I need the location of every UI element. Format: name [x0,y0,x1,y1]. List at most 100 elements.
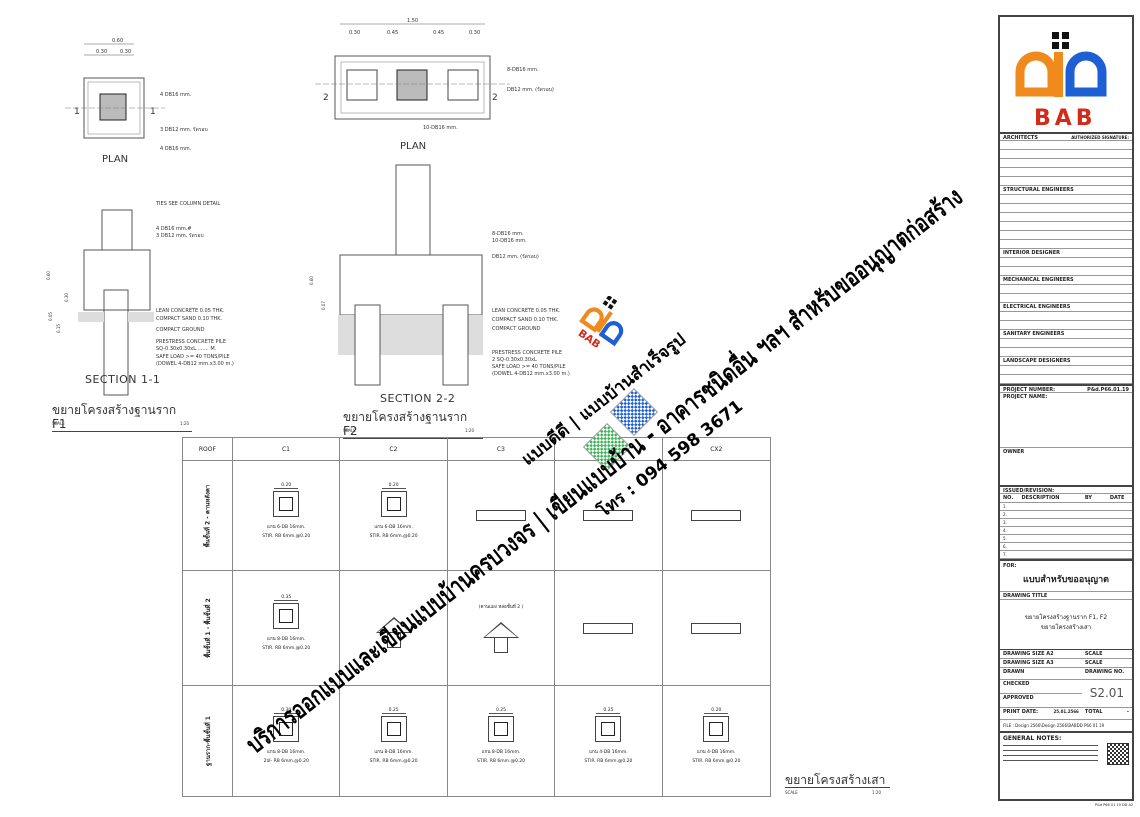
revision-cell [1081,511,1107,519]
section-dimension: 0.25 [489,708,514,714]
revision-cell [1106,519,1132,527]
discipline-label: MECHANICAL ENGINEERS [1000,276,1132,285]
drawing-title-line: ขยายโครงสร้างเสา [1040,624,1092,631]
drawing-no-label: DRAWING NO. [1081,668,1132,680]
column-section-drawing: 0.25 [380,708,407,742]
svg-text:4 DB16 mm.: 4 DB16 mm. [160,146,192,152]
revision-cell [1081,519,1107,527]
blank-line [1000,267,1132,276]
cell-note: (คานแผง หล่อชั้นที่ 2 ) [478,605,524,610]
blank-line [1000,375,1132,384]
main-rebar: แกน 8-DB 16mm. [481,750,521,755]
scale-a3: SCALE [1081,659,1132,668]
table-cell: 0.25 แกน 8-DB 16mm. STIR. RB 6mm.@0.20 [448,686,556,796]
column-section-drawing: 0.25 [488,708,515,742]
revision-number: 5. [1000,535,1019,543]
discipline-label: LANDSCAPE DESIGNERS [1000,357,1132,366]
svg-text:SQ-0.30x0.30xL........ M.: SQ-0.30x0.30xL........ M. [156,346,217,352]
svg-text:3 DB12 mm. รัดรอบ: 3 DB12 mm. รัดรอบ [156,233,204,239]
beam-outline [583,510,634,521]
f1-section-drawing: TIES SEE COLUMN DETAIL 4 DB16 mm.# 3 DB1… [46,201,234,396]
revision-column-header: DATE [1106,494,1132,503]
project-number: P&d.P66.01.19 [1087,387,1129,393]
stirrup-rebar: STIR. RB 6mm.@0.20 [262,646,311,651]
svg-text:PRESTRESS CONCRETE PILE: PRESTRESS CONCRETE PILE [156,339,226,345]
revision-number: 7. [1000,551,1019,559]
svg-text:8-DB16 mm.: 8-DB16 mm. [507,67,539,73]
f1-section-label: SECTION 1-1 [85,373,161,386]
revision-cell [1106,503,1132,511]
svg-text:LEAN CONCRETE 0.05 THK.: LEAN CONCRETE 0.05 THK. [492,308,561,314]
svg-text:0.30: 0.30 [120,49,131,55]
revision-cell [1081,535,1107,543]
total-value: - [1126,709,1129,715]
beam-outline [691,622,742,634]
column-scale-label: SCALE [785,790,798,795]
revision-cell [1018,527,1082,535]
svg-text:1: 1 [150,107,156,117]
svg-text:0.60: 0.60 [309,276,314,285]
revision-number: 2. [1000,511,1019,519]
section-dimension: 0.25 [381,708,406,714]
column-section-drawing: 0.25 [595,708,622,742]
main-rebar: แกน 4-DB 16mm. [589,750,628,755]
size-a3: DRAWING SIZE A3 [1000,659,1082,668]
revision-cell [1106,511,1132,519]
notes-text-lines [1003,745,1098,763]
owner-label: OWNER [1003,449,1025,455]
up-arrow-stem [494,637,509,653]
table-cell [663,571,770,685]
revision-number: 3. [1000,519,1019,527]
f1-scale-label: SCALE [52,421,65,426]
row-label-cell: พื้นชั้นที่ 1 - พื้นชั้นที่ 2 [183,571,233,685]
revision-label: ISSUED/REVISION: [1000,485,1132,494]
svg-text:0.30: 0.30 [64,293,69,302]
stirrup-rebar: STIR. RB 6mm.@0.20 [262,533,311,539]
stirrup-rebar: STIR. RB 6mm.@0.20 [477,759,525,764]
table-cell [448,461,556,570]
revision-row: 7. [1000,551,1132,559]
column-section-drawing: 0.35 [273,595,300,629]
f1-title: ขยายโครงสร้างฐานราก F1 [52,403,192,432]
f2-section-label: SECTION 2-2 [380,392,456,405]
svg-text:8-DB16 mm.: 8-DB16 mm. [492,231,524,237]
svg-text:COMPACT SAND 0.10 THK.: COMPACT SAND 0.10 THK. [156,316,223,322]
revision-row: 4. [1000,527,1132,535]
table-cell [340,571,448,685]
svg-text:0.60: 0.60 [46,271,51,280]
stirrup-rebar: STIR. RB 6mm.@0.20 [369,533,418,539]
svg-text:2: 2 [492,93,498,103]
row-label-cell: พื้นชั้นที่ 2 - คานหลังคา [183,461,233,570]
discipline-label: ELECTRICAL ENGINEERS [1000,303,1132,312]
svg-text:0.05: 0.05 [48,312,53,321]
total-label: TOTAL [1084,709,1103,715]
svg-text:10-DB16 mm.: 10-DB16 mm. [492,238,527,244]
revision-cell [1018,543,1082,551]
watermark-logo: BAB [576,295,634,356]
svg-text:COMPACT GROUND: COMPACT GROUND [156,327,205,333]
qr-code [1107,743,1129,765]
revision-row: 3. [1000,519,1132,527]
blank-line [1000,258,1132,267]
revision-row: 1. [1000,503,1132,511]
f1-scale-value: 1:20 [180,421,189,426]
svg-text:LEAN CONCRETE 0.05 THK.: LEAN CONCRETE 0.05 THK. [156,308,225,314]
row-label: พื้นชั้นที่ 1 - พื้นชั้นที่ 2 [204,598,212,658]
section-dimension: 0.35 [274,595,299,601]
up-arrow-icon [483,622,520,638]
revision-row: 2. [1000,511,1132,519]
up-arrow-icon [375,616,412,633]
column-header [555,438,663,460]
revision-cell [1081,503,1107,511]
svg-text:2: 2 [323,93,329,103]
row-label-cell: ฐานราก-พื้นชั้นที่ 1 [183,686,233,796]
drawn-label: DRAWN [1000,668,1082,680]
revision-column-header: DESCRIPTION [1018,494,1082,503]
discipline-label: STRUCTURAL ENGINEERS [1000,186,1132,195]
revision-number: 6. [1000,543,1019,551]
